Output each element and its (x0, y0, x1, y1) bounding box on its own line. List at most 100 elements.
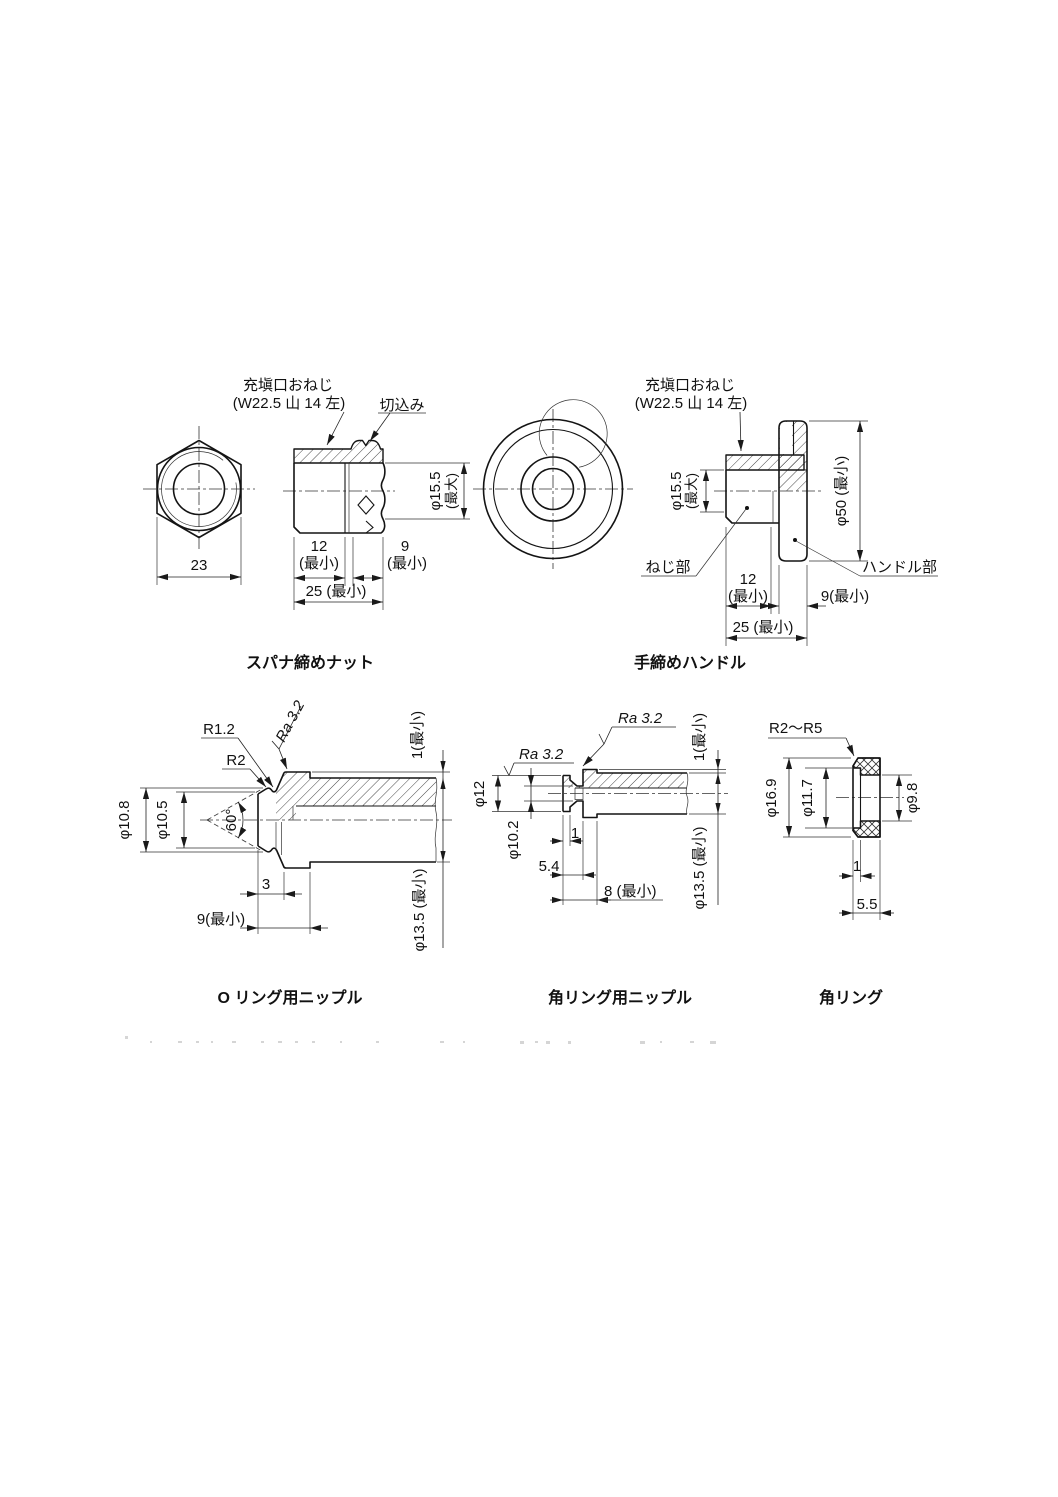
dim-overall: 25 (最小) (733, 619, 794, 636)
handle-front-view (473, 399, 633, 569)
square-ring-nipple-dimensions: φ12 φ10.2 1 5.4 8 (最小) 1(最小) φ13.5 (最小) (471, 713, 726, 910)
dim-thread-length-min: (最小) (728, 588, 768, 605)
dim-outer-dia: φ10.8 (116, 801, 133, 840)
roughness-top-leader (582, 743, 605, 767)
oring-nipple-cone-angle: 60° (206, 788, 263, 852)
oring-nipple-radius-labels: R1.2 R2 (201, 721, 274, 788)
dim-thread-length: 12 (311, 538, 328, 555)
handle-disc-outline (778, 420, 808, 562)
square-ring-dimensions: φ16.9 φ11.7 φ9.8 1 5.5 (763, 757, 921, 920)
section-hatch (276, 772, 436, 820)
handle-part-label: ハンドル部 (862, 559, 937, 576)
dim-groove-width: 3 (262, 876, 270, 893)
roughness-leader (278, 748, 288, 770)
oring-nipple-view (200, 771, 452, 869)
fill-port-label-line1: 充塡口おねじ (243, 377, 333, 394)
thread-part-label: ねじ部 (645, 559, 690, 576)
bore-circle (531, 467, 575, 511)
dim-tip-length: 8 (最小) (604, 883, 657, 900)
lower-profile (563, 800, 687, 819)
dim-overall: 25 (最小) (306, 583, 367, 600)
figure-spanner-nut: 23 充塡口おねじ (W22.5 山 14 左) 切込み φ15.5 (最大) … (143, 377, 470, 672)
dim-across-flats: 23 (156, 517, 242, 585)
spanner-nut-dimensions: φ15.5 (最大) 12 (最小) 9 (最小) 25 (最小) (293, 462, 470, 610)
oring-nipple-roughness: Ra 3.2 (271, 697, 309, 770)
dim-inner-dia: φ9.8 (904, 783, 921, 814)
fill-port-leader (737, 411, 744, 452)
dim-body-dia: φ13.5 (最小) (411, 868, 428, 951)
dim-bore-dia-max: (最大) (444, 473, 459, 509)
figure-title-spanner-nut: スパナ締めナット (246, 653, 374, 672)
fill-port-leader (326, 411, 345, 446)
dim-neck-length-min: (最小) (387, 555, 427, 572)
dim-flange-thk: 1 (571, 825, 579, 842)
notch-leader (369, 412, 391, 442)
radius-groove-leader (237, 737, 274, 788)
dim-tip-length: 9(最小) (197, 911, 245, 928)
counterbore (574, 788, 584, 800)
roughness-text: Ra 3.2 (273, 697, 309, 745)
thread-part-leader (695, 508, 747, 577)
figure-square-ring: R2～R5 φ16.9 φ11.7 φ9.8 1 5.5 角リング (763, 720, 921, 1007)
handle-labels: 充塡口おねじ (W22.5 山 14 左) ねじ部 ハンドル部 (635, 377, 938, 577)
dim-body-dia: φ13.5 (最小) (691, 826, 708, 909)
handle-dimensions: φ15.5 (最大) φ50 (最小) 12 (最小) 9(最小) 25 (最小… (668, 420, 869, 646)
handle-outer-circle (482, 418, 624, 560)
roughness-symbol-bar (278, 705, 302, 750)
handle-side-view (714, 420, 822, 562)
square-ring-nipple-view (548, 768, 728, 819)
dim-to-collar: 5.4 (539, 858, 560, 875)
lower-profile (257, 845, 436, 869)
thread-arc (538, 399, 608, 468)
dim-mid-dia: φ11.7 (799, 779, 816, 817)
dim-thread-length: 12 (740, 571, 757, 588)
figure-square-ring-nipple: Ra 3.2 Ra 3.2 φ12 φ10.2 1 5.4 (471, 710, 728, 1007)
radius-range-label: R2～R5 (769, 720, 822, 737)
notch-label: 切込み (379, 397, 424, 414)
dim-neck-length: 9 (401, 538, 409, 555)
roughness-left-text: Ra 3.2 (519, 746, 564, 763)
hex-corner-facet (357, 495, 375, 515)
dim-lip-width: 1 (853, 858, 861, 875)
handle-recess (780, 422, 792, 454)
spanner-nut-side-view (283, 439, 395, 534)
dim-neck-length: 9(最小) (821, 588, 869, 605)
figure-title-hand-handle: 手締めハンドル (634, 653, 746, 672)
inscribed-circle (156, 446, 242, 532)
bore-circle (172, 462, 226, 516)
dim-bore-dia: φ15.5 (668, 472, 685, 511)
break-line (685, 772, 689, 815)
dim-inner-dia: φ10.5 (154, 801, 171, 840)
handle-inner-circle (492, 428, 614, 550)
dim-cone-angle: 60° (223, 809, 240, 832)
hexagon-outline (156, 439, 242, 539)
thread-arc (161, 451, 237, 527)
figure-oring-nipple: 60° R1.2 R2 Ra 3.2 φ10.8 φ10.5 1(最小) φ13… (116, 697, 452, 1007)
dim-thread-length-min: (最小) (299, 555, 339, 572)
radius-crest-label: R2 (226, 752, 245, 769)
upper-profile (563, 768, 687, 787)
dim-bore-dia-max: (最大) (684, 473, 699, 509)
radius-range-leader (845, 737, 855, 757)
dim-bore-dia: φ15.5 (427, 472, 444, 511)
figure-title-square-ring: 角リング (819, 988, 883, 1007)
dim-outer-dia: φ16.9 (763, 779, 780, 818)
roughness-symbol-leg (271, 740, 280, 750)
dim-flange-dia: φ12 (471, 781, 488, 807)
nut-body-outline (725, 470, 779, 524)
figure-title-square-ring-nipple: 角リング用ニップル (548, 988, 692, 1007)
dim-width: 5.5 (857, 896, 878, 913)
upper-profile (257, 771, 436, 795)
nut-section-band-hatched (725, 454, 805, 471)
figure-hand-handle: 充塡口おねじ (W22.5 山 14 左) ねじ部 ハンドル部 φ15.5 (最… (473, 377, 938, 672)
boss-circle (520, 456, 586, 522)
oring-nipple-dimensions: φ10.8 φ10.5 1(最小) φ13.5 (最小) 3 9(最小) (116, 711, 450, 952)
dim-protrusion: 1(最小) (691, 713, 708, 761)
radius-groove-label: R1.2 (203, 721, 235, 738)
body-outline (293, 462, 386, 534)
fill-port-label-line1: 充塡口おねじ (645, 377, 735, 394)
fill-port-label-line2: (W22.5 山 14 左) (233, 395, 346, 412)
square-ring-radius-label: R2～R5 (768, 720, 855, 757)
hex-corner-facet-2 (365, 520, 374, 534)
